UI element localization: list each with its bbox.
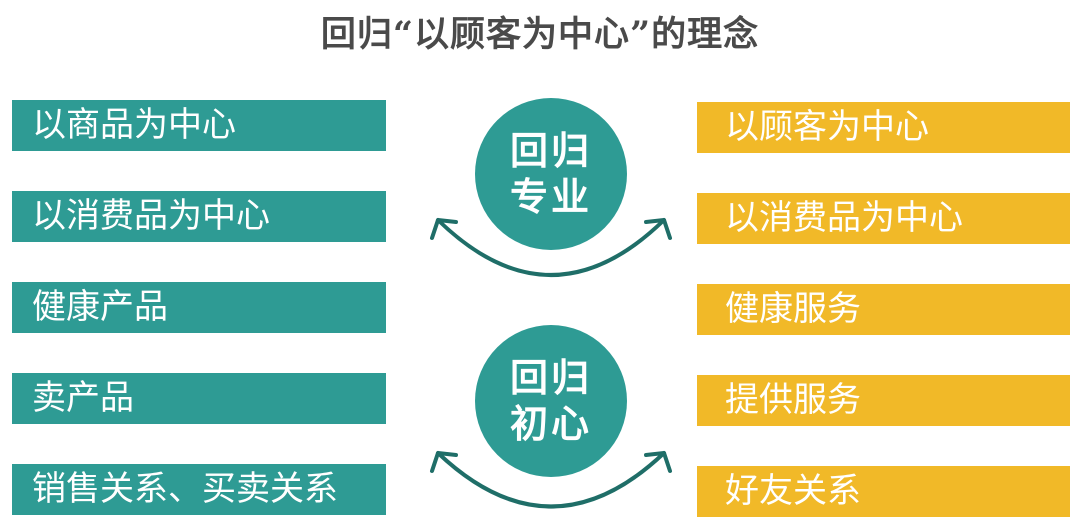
right-item-5: 好友关系 [697,466,1070,517]
left-item-2: 以消费品为中心 [12,191,386,242]
upper-left-arrowhead-icon [430,218,458,240]
left-item-1: 以商品为中心 [12,100,386,151]
diagram-title: 回归“以顾客为中心”的理念 [320,14,760,55]
circle-return-to-profession: 回归 专业 [475,98,627,250]
left-item-4: 卖产品 [12,373,386,424]
lower-right-arrowhead-icon [644,451,672,473]
upper-right-arrowhead-icon [644,218,672,240]
left-item-3: 健康产品 [12,282,386,333]
right-item-1: 以顾客为中心 [697,102,1070,153]
right-item-3: 健康服务 [697,284,1070,335]
left-item-5: 销售关系、买卖关系 [12,464,386,515]
circle-return-to-original-intention: 回归 初心 [475,325,627,477]
circle-1-line-2: 专业 [509,174,592,219]
lower-left-arrowhead-icon [430,451,458,473]
right-item-4: 提供服务 [697,375,1070,426]
circle-2-line-2: 初心 [509,401,592,446]
circle-2-line-1: 回归 [509,355,592,400]
right-item-2: 以消费品为中心 [697,193,1070,244]
circle-1-line-1: 回归 [509,128,592,173]
